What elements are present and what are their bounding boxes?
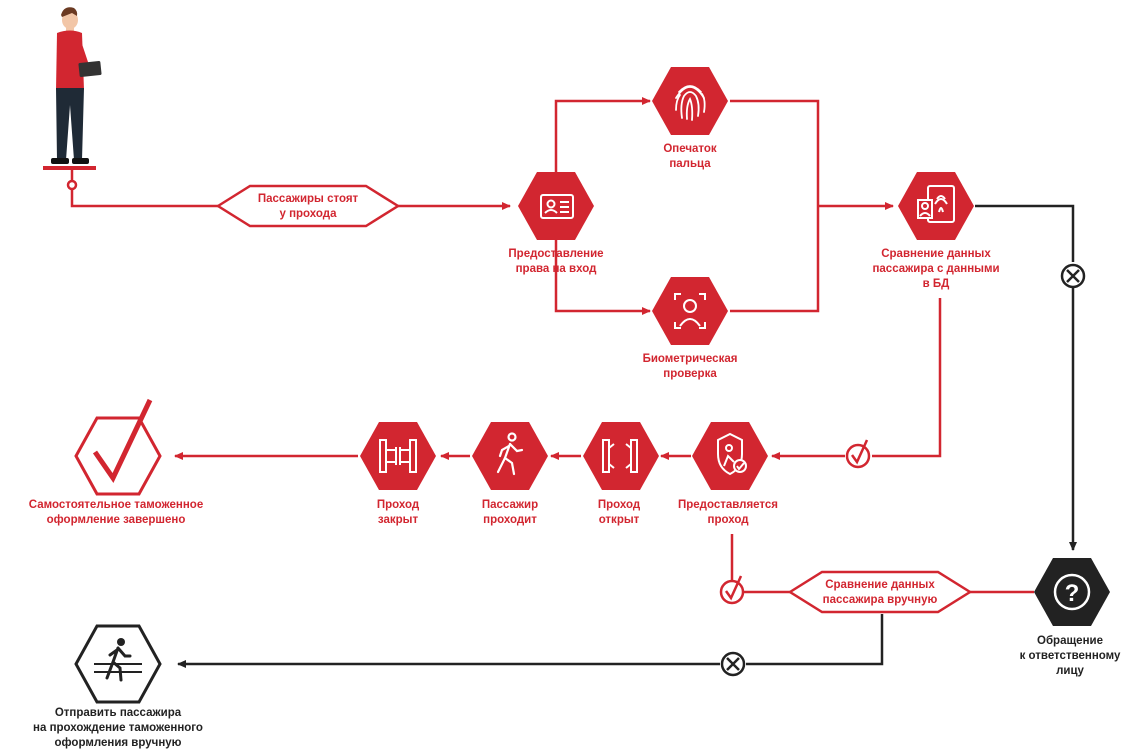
face-label-line1: Биометрическая [643, 353, 738, 365]
open-label-line2: открыт [599, 514, 640, 526]
officer-label-line3: лицу [1056, 665, 1084, 677]
svg-text:?: ? [1065, 580, 1080, 607]
walking-person-icon [496, 432, 524, 476]
connector-access-to-finger [554, 97, 651, 172]
done-label-line2: оформление завершено [47, 514, 186, 526]
connector-manual-to-no [746, 614, 884, 666]
officer-label-line1: Обращение [1037, 635, 1103, 647]
walks-label-line2: проходит [483, 514, 537, 526]
send-label-line3: оформления вручную [55, 737, 182, 749]
manual-decision: Сравнение данных пассажира вручную [787, 570, 973, 614]
finger-label-line2: пальца [669, 158, 711, 170]
connector-compare-to-officer [975, 204, 1075, 262]
done-node: Самостоятельное таможенное оформление за… [29, 398, 203, 526]
compare-label-line2: пассажира с данными [872, 263, 999, 275]
no-cross-marker-manual [720, 651, 746, 677]
granted-label-line2: проход [708, 514, 750, 526]
face-scan-icon [674, 293, 706, 329]
send-label-line2: на прохождение таможенного [33, 722, 203, 734]
connectors [70, 97, 1077, 668]
compare-label-line1: Сравнение данных [881, 248, 991, 260]
walks-label-line1: Пассажир [482, 499, 538, 511]
closed-label-line2: закрыт [378, 514, 419, 526]
question-icon: ? [1053, 573, 1091, 611]
access-label-line2: права на вход [516, 263, 597, 275]
compare-node: Сравнение данных пассажира с данными в Б… [872, 172, 1000, 290]
device-fingerprint-icon [917, 185, 955, 223]
passenger-figure-icon [43, 7, 102, 191]
done-label-line1: Самостоятельное таможенное [29, 499, 203, 511]
face-node: Биометрическая проверка [643, 277, 738, 380]
open-node: Проход открыт [583, 422, 659, 526]
officer-label-line2: к ответственному [1020, 650, 1121, 662]
send-label-line1: Отправить пассажира [55, 707, 182, 719]
finger-label-line1: Опечаток [663, 143, 717, 155]
connector-start-to-queue [70, 189, 218, 208]
connector-finger-to-merge [730, 99, 820, 313]
manual-label-line2: пассажира вручную [823, 594, 938, 606]
yes-check-marker-manual [719, 575, 745, 605]
face-label-line2: проверка [663, 368, 717, 380]
access-label-line1: Предоставление [508, 248, 603, 260]
yes-check-marker [845, 439, 871, 469]
closed-label-line1: Проход [377, 499, 420, 511]
queue-decision: Пассажиры стоят у прохода [215, 184, 401, 228]
queue-label-line1: Пассажиры стоят [258, 193, 359, 205]
compare-label-line3: в БД [923, 278, 950, 290]
queue-label-line2: у прохода [280, 208, 338, 220]
connector-access-to-face [554, 240, 651, 315]
fingerprint-icon [675, 85, 706, 121]
finger-node: Опечаток пальца [652, 67, 728, 170]
checkmark-icon [92, 398, 153, 483]
manual-label-line1: Сравнение данных [825, 579, 935, 591]
access-node: Предоставление права на вход [508, 172, 604, 275]
id-card-icon [540, 194, 574, 219]
gate-closed-icon [379, 439, 417, 473]
granted-label-line1: Предоставляется [678, 499, 778, 511]
open-label-line1: Проход [598, 499, 641, 511]
granted-node: Предоставляется проход [678, 422, 778, 526]
shield-person-icon [717, 432, 747, 476]
gate-open-icon [602, 439, 638, 473]
send-node: Отправить пассажира на прохождение тамож… [33, 624, 203, 749]
no-cross-marker [1060, 263, 1086, 289]
pedestrian-crossing-icon [94, 638, 142, 682]
officer-node: ? Обращение к ответственному лицу [1020, 558, 1121, 677]
closed-node: Проход закрыт [360, 422, 436, 526]
walks-node: Пассажир проходит [472, 422, 548, 526]
connector-compare-to-yes [872, 298, 942, 458]
